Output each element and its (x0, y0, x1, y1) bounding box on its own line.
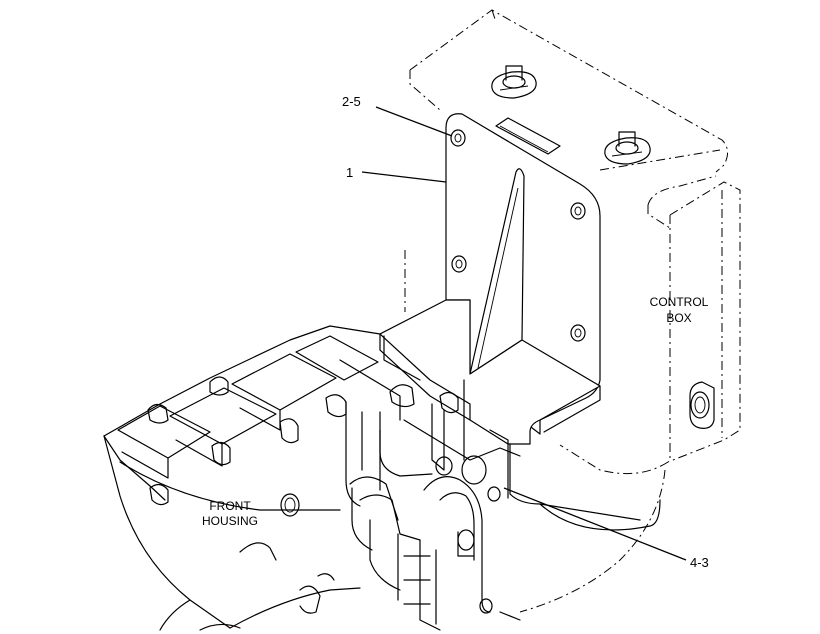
leader-1 (361, 171, 447, 183)
callout-2-5: 2-5 (342, 94, 361, 109)
control-box-label-line2: BOX (666, 311, 691, 325)
leader-4-3 (503, 487, 687, 561)
control-box-outline (404, 9, 741, 613)
center-hardware (349, 335, 661, 631)
control-box-label-line1: CONTROL (650, 295, 709, 309)
leader-lines (361, 106, 687, 561)
bolt-upper-right (570, 202, 586, 220)
side-connector (689, 381, 715, 429)
callout-4-3: 4-3 (690, 555, 709, 570)
front-housing (103, 325, 401, 631)
bolt-upper-left (450, 129, 466, 147)
leader-2-5 (375, 106, 453, 137)
callout-1: 1 (346, 165, 353, 180)
bolt-lower-right (570, 324, 586, 342)
mounting-bracket (379, 113, 601, 445)
front-housing-label-line1: FRONT (209, 499, 251, 513)
top-connector-left (491, 65, 537, 99)
bolt-mid-left (451, 255, 467, 273)
top-connector-right (604, 131, 651, 165)
front-housing-label-line2: HOUSING (202, 514, 258, 528)
